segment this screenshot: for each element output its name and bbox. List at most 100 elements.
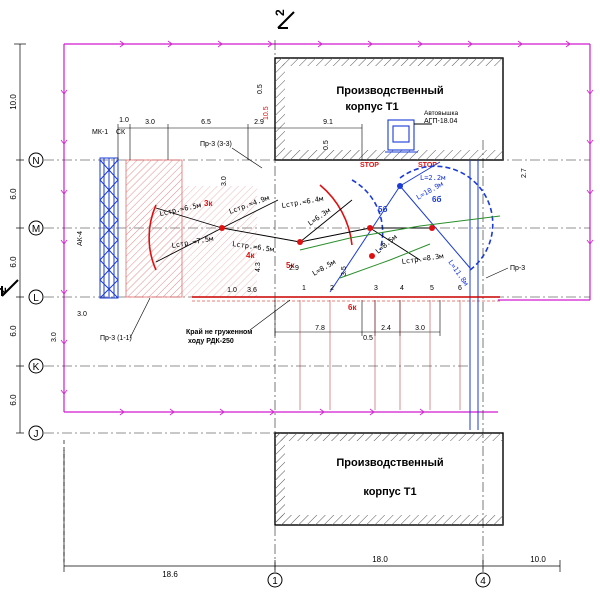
- svg-text:L: L: [33, 293, 39, 304]
- axis-bubble-k: K: [28, 358, 44, 374]
- dim-overall-2: 18.0: [372, 555, 388, 564]
- dim-small-3: 0.5: [323, 140, 330, 150]
- axis-bubble-j: J: [28, 425, 44, 441]
- axis-bubble-m: M: [28, 220, 44, 236]
- top-building-subtitle: корпус Т1: [345, 101, 398, 113]
- reach-label-g: L=8.5м: [311, 258, 338, 278]
- column-number-3: 3: [374, 285, 378, 292]
- svg-text:4: 4: [480, 576, 486, 587]
- green-reach-lines: [299, 215, 501, 279]
- dim-bottom-5: 3.0: [51, 332, 58, 342]
- bottom-dimension-chain: [63, 440, 561, 572]
- dim-bottom-1: 7.8: [315, 325, 325, 332]
- dim-bottom-3: 2.4: [381, 325, 391, 332]
- scaffolding-mk1: [99, 157, 119, 299]
- top-building: [274, 57, 504, 161]
- dim-top-4: 2.9: [254, 119, 264, 126]
- dim-top-3: 6.5: [201, 119, 211, 126]
- svg-text:M: M: [32, 224, 40, 235]
- dim-left-5: 6.0: [9, 394, 18, 406]
- label-crane-edge-1: Край не груженном: [186, 328, 252, 336]
- axis-bubble-l: L: [28, 289, 44, 305]
- crane-position-5k: 5к: [286, 261, 295, 270]
- dim-mid-6: 3.5: [341, 266, 348, 276]
- dim-top-5: 9.1: [323, 119, 333, 126]
- label-mk1: МК-1: [92, 129, 108, 136]
- dim-top-1: 1.0: [119, 117, 129, 124]
- axis-bubble-1: 1: [267, 572, 283, 588]
- label-pr3-top: Пр-3 (3-3): [200, 141, 232, 148]
- column-number-1: 1: [302, 285, 306, 292]
- blue-reach-lines: [329, 160, 479, 430]
- section-mark-top: 2: [273, 9, 295, 29]
- dim-left-4: 6.0: [9, 325, 18, 337]
- label-crane-edge-2: ходу РДК-250: [188, 338, 234, 345]
- vehicle-label-line1: Автовышка: [424, 110, 458, 117]
- dim-mid-7: 2.7: [521, 168, 528, 178]
- dim-small-2: 10.5: [263, 106, 270, 120]
- crane-position-markers: [219, 183, 435, 259]
- reach-label-i: Lстр.=8.3м: [401, 252, 445, 266]
- reach-label-d: Lстр.=6.4м: [281, 195, 325, 210]
- dim-left-1: 10.0: [9, 94, 18, 110]
- site-boundary: [63, 43, 591, 413]
- label-pr3-right: Пр-3: [510, 265, 525, 272]
- bottom-building: [274, 432, 504, 526]
- leader-pr3-right: [485, 267, 509, 279]
- svg-text:N: N: [32, 156, 39, 167]
- axis-bubble-4: 4: [475, 572, 491, 588]
- reach-label-f: L=6.3м: [307, 206, 333, 228]
- boundary-ticks: [60, 40, 594, 416]
- bottom-building-title: Производственный: [336, 457, 443, 469]
- dim-small-1: 0.5: [257, 84, 264, 94]
- svg-text:1: 1: [272, 576, 278, 587]
- dim-mid-3: 3.6: [247, 287, 257, 294]
- lower-dimension-row: [274, 300, 461, 410]
- leader-pr3-top: [231, 147, 263, 169]
- top-dimension-row: [117, 124, 363, 160]
- dim-bottom-4: 3.0: [415, 325, 425, 332]
- dim-bottom-2: 0.5: [363, 335, 373, 342]
- vehicle-label-line2: АГП-18.04: [424, 118, 457, 125]
- column-number-2: 2: [330, 285, 334, 292]
- hazard-zone-hatch-2: [182, 186, 257, 297]
- svg-text:2: 2: [273, 9, 287, 16]
- top-building-title: Производственный: [336, 85, 443, 97]
- dim-left-3: 6.0: [9, 256, 18, 268]
- svg-text:J: J: [34, 429, 39, 440]
- column-number-5: 5: [430, 285, 434, 292]
- reach-label-j: L=2.2м: [420, 174, 446, 182]
- column-number-4: 4: [400, 285, 404, 292]
- leader-crane-edge: [249, 299, 291, 331]
- reach-label-l: L=11.8м: [446, 259, 470, 288]
- section-mark-left: 2: [0, 279, 19, 297]
- dim-mid-2: 1.0: [227, 287, 237, 294]
- left-dimension-chain: [14, 43, 26, 434]
- dim-overall-1: 18.6: [162, 570, 178, 579]
- crane-position-3k: 3к: [204, 199, 213, 208]
- label-ak4: АК-4: [77, 231, 84, 246]
- column-number-6: 6: [458, 285, 462, 292]
- label-sk: СК: [116, 129, 126, 136]
- leader-pr3-left: [129, 297, 151, 339]
- crane-position-4k: 4к: [246, 251, 255, 260]
- dim-mid-4: 2.9: [289, 265, 299, 272]
- crane-reach-arcs: [148, 165, 494, 271]
- dim-left-2: 6.0: [9, 188, 18, 200]
- axis-bubble-n: N: [28, 152, 44, 168]
- crane-position-6b: 6б: [432, 195, 441, 204]
- svg-text:2: 2: [0, 287, 9, 294]
- aerial-platform-icon: [385, 119, 432, 153]
- bottom-building-subtitle: корпус Т1: [363, 486, 416, 498]
- dim-top-2: 3.0: [145, 119, 155, 126]
- label-pr3-left: Пр-3 (1-1): [100, 335, 132, 342]
- dim-mid-5: 4.3: [255, 262, 262, 272]
- dim-mid-1: 3.0: [77, 311, 87, 318]
- crane-position-6k: 6к: [348, 303, 357, 312]
- dim-mid-3-0: 3.0: [221, 176, 228, 186]
- stop-marker-1: STOP: [360, 162, 379, 169]
- stop-marker-2: STOP: [418, 162, 437, 169]
- svg-text:K: K: [33, 362, 40, 373]
- dim-overall-3: 10.0: [530, 555, 546, 564]
